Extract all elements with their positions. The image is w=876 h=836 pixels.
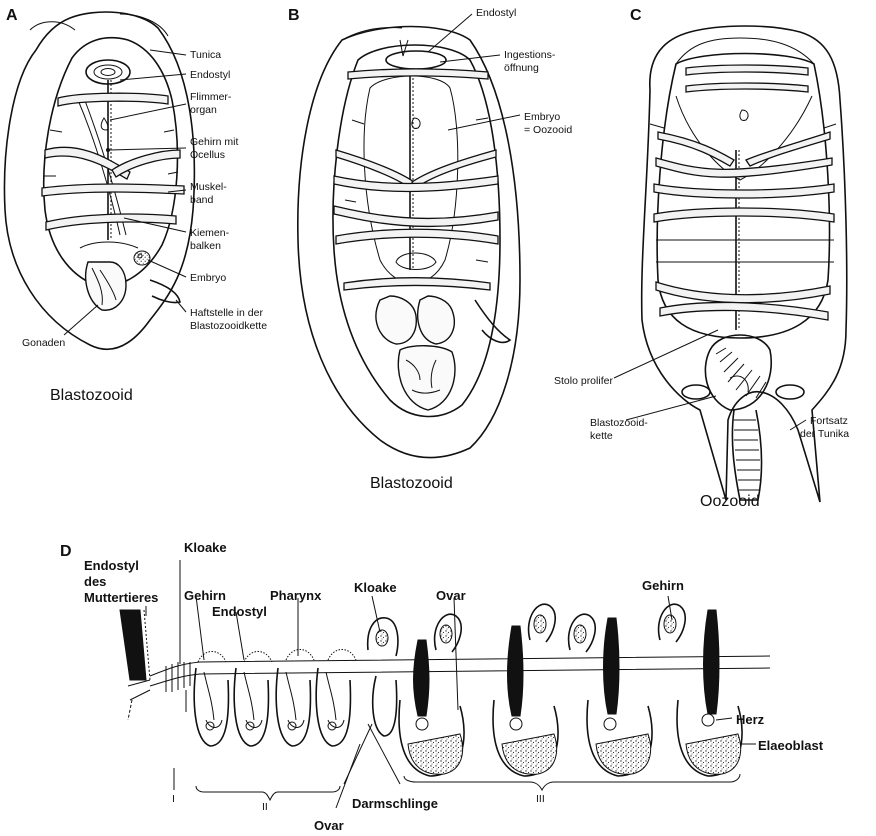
panel-d-letter: D xyxy=(60,543,72,560)
label-stolo: Stolo prolifer xyxy=(554,375,613,387)
label-endostyl-mutter-line3: Muttertieres xyxy=(84,590,158,605)
panel-b-body-drawing xyxy=(298,27,520,458)
panel-c: C xyxy=(554,7,849,510)
label-embryo-b-line2: = Oozooid xyxy=(524,124,572,136)
label-kette-line1: Blastozooid- xyxy=(590,417,648,429)
label-stage-two: II xyxy=(262,801,268,813)
label-stage-three: III xyxy=(536,793,545,805)
panel-b-caption: Blastozooid xyxy=(370,475,453,492)
label-stage-one: I xyxy=(172,793,175,805)
label-endostyl-mutter-line1: Endostyl xyxy=(84,558,139,573)
label-fortsatz-line2: der Tunika xyxy=(800,428,849,440)
label-embryo-a: Embryo xyxy=(190,272,226,284)
panel-c-letter: C xyxy=(630,7,642,24)
label-gehirn-line1: Gehirn mit xyxy=(190,136,239,148)
panel-b-labels: Endostyl Ingestions- öffnung Embryo = Oo… xyxy=(476,7,572,136)
label-kiemen-line2: balken xyxy=(190,240,221,252)
panel-a-caption: Blastozooid xyxy=(50,387,133,404)
label-endostyl-d: Endostyl xyxy=(212,604,267,619)
label-endostyl-b: Endostyl xyxy=(476,7,516,19)
label-endostyl-a: Endostyl xyxy=(190,69,230,81)
label-gehirn-right: Gehirn xyxy=(642,578,684,593)
panel-b-letter: B xyxy=(288,7,300,24)
label-flimmer-line1: Flimmer- xyxy=(190,91,232,103)
label-ingestion-line2: öffnung xyxy=(504,62,539,74)
label-kette-line2: kette xyxy=(590,430,613,442)
label-gonaden: Gonaden xyxy=(22,337,65,349)
stage-two-buds xyxy=(194,650,356,747)
label-muskel-line2: band xyxy=(190,194,214,206)
label-fortsatz-line1: Fortsatz xyxy=(810,415,848,427)
label-embryo-b-line1: Embryo xyxy=(524,111,560,123)
label-endostyl-mutter-line2: des xyxy=(84,574,106,589)
label-tunica: Tunica xyxy=(190,49,221,61)
panel-a-letter: A xyxy=(6,7,18,24)
panel-d-stolon-drawing xyxy=(120,604,770,800)
panel-c-caption: Oozooid xyxy=(700,493,760,510)
label-haft-line1: Haftstelle in der xyxy=(190,307,263,319)
label-herz: Herz xyxy=(736,712,765,727)
label-kiemen-line1: Kiemen- xyxy=(190,227,230,239)
stage-three-buds xyxy=(399,604,742,776)
panel-b: B xyxy=(288,7,572,492)
panel-d: D xyxy=(60,540,824,833)
label-ovar-bottom: Ovar xyxy=(314,818,344,833)
label-pharynx: Pharynx xyxy=(270,588,322,603)
panel-c-leaders xyxy=(614,330,806,430)
panel-a: A xyxy=(4,7,267,404)
label-flimmer-line2: organ xyxy=(190,104,217,116)
label-gehirn-line2: Ocellus xyxy=(190,149,225,161)
label-haft-line2: Blastozooidkette xyxy=(190,320,267,332)
label-elaeoblast: Elaeoblast xyxy=(758,738,824,753)
panel-a-body-drawing xyxy=(4,12,194,349)
label-ingestion-line1: Ingestions- xyxy=(504,49,556,61)
label-muskel-line1: Muskel- xyxy=(190,181,227,193)
label-gehirn-left: Gehirn xyxy=(184,588,226,603)
label-kloake-top: Kloake xyxy=(184,540,227,555)
label-ovar-top: Ovar xyxy=(436,588,466,603)
label-darmschlinge: Darmschlinge xyxy=(352,796,438,811)
label-kloake-mid: Kloake xyxy=(354,580,397,595)
